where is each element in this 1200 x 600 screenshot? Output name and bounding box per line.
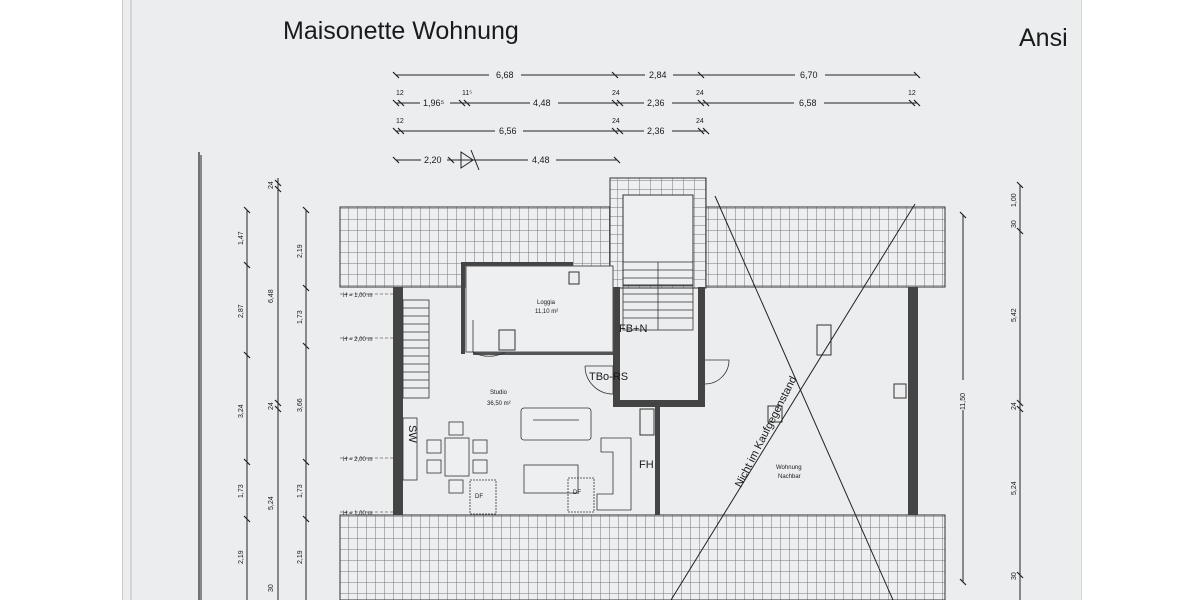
top-dimension-labels: 6,68 2,84 6,70 12 1,96⁵ 11⁵ 4,48 24 2,36…	[396, 69, 916, 165]
dim-r-5-42: 5,42	[1011, 308, 1018, 322]
studio-area-label: 36,50 m²	[487, 401, 511, 407]
dim-4-48-row4: 4,48	[532, 155, 550, 165]
stair-left	[402, 299, 430, 399]
walls	[393, 262, 918, 515]
dim-l-3-24: 3,24	[238, 404, 245, 418]
dim-12-right: 12	[908, 90, 916, 97]
dim-m-24a: 24	[268, 181, 275, 189]
plan-sheet: Maisonette Wohnung Ansi 6,68 2,84 6,70	[122, 0, 1082, 600]
neighbor-label: Wohnung	[776, 465, 802, 471]
dim-i-1-73a: 1,73	[297, 310, 304, 324]
dim-24-row3b: 24	[696, 118, 704, 125]
right-dimension-labels: 11,50 30 1,00 5,42 24 5,24 30	[953, 193, 1018, 580]
right-dimension-lines	[959, 181, 1024, 600]
df-label-1: DF	[475, 494, 483, 500]
left-dimension-labels: 1,47 2,87 3,24 1,73 2,19 24 6,48 24 5,24…	[238, 181, 304, 592]
dim-m-5-24: 5,24	[268, 496, 275, 510]
dim-m-6-48: 6,48	[268, 289, 275, 303]
handnote-fh: FH	[639, 459, 654, 471]
dim-4-48: 4,48	[533, 98, 551, 108]
dim-11-5: 11⁵	[462, 90, 472, 97]
top-dimension-lines	[392, 71, 921, 171]
handnote-fbn: FB+N	[619, 323, 647, 335]
dim-l-1-47: 1,47	[238, 231, 245, 245]
dim-m-30: 30	[268, 584, 275, 592]
height-label-4: H = 1,00 m	[343, 511, 373, 517]
neighbor-subtitle: Nachbar	[778, 474, 801, 480]
height-label-3: H = 2,00 m	[343, 457, 373, 463]
loggia-area-label: 11,10 m²	[535, 309, 558, 315]
height-lines	[340, 293, 393, 513]
dim-12-left: 12	[396, 90, 404, 97]
dim-6-70: 6,70	[800, 70, 818, 80]
df-label-2: DF	[573, 490, 581, 496]
dim-6-68: 6,68	[496, 70, 514, 80]
dim-2-84: 2,84	[649, 70, 667, 80]
dim-r-30b: 30	[1011, 572, 1018, 580]
loggia-area	[465, 265, 614, 353]
dim-24-row3a: 24	[612, 118, 620, 125]
dim-2-36: 2,36	[647, 98, 665, 108]
dim-1-96: 1,96⁵	[423, 98, 445, 108]
handnote-not-included: Nicht im Kaufgegenstand	[733, 374, 799, 489]
floor-plan-drawing: Maisonette Wohnung Ansi 6,68 2,84 6,70	[130, 0, 1068, 600]
loggia-label: Loggia	[537, 300, 556, 306]
dim-l-1-73: 1,73	[238, 484, 245, 498]
dim-r-11-50: 11,50	[960, 393, 967, 410]
neighbor-cross	[670, 195, 916, 600]
dim-r-30a: 30	[1011, 220, 1018, 228]
page-title: Maisonette Wohnung	[283, 17, 519, 45]
dim-i-1-73b: 1,73	[297, 484, 304, 498]
handnote-sw: SW	[406, 425, 418, 443]
doors	[472, 320, 730, 395]
studio-label: Studio	[490, 390, 508, 396]
loggia-railing	[473, 352, 613, 355]
dim-i-3-66: 3,66	[297, 398, 304, 412]
dim-i-2-19a: 2,19	[297, 244, 304, 258]
height-labels: H = 1,00 m H = 2,00 m H = 2,00 m H = 1,0…	[343, 293, 373, 517]
chimneys	[498, 271, 907, 436]
roof-tiles-bottom	[339, 514, 946, 600]
dim-12-row3: 12	[396, 118, 404, 125]
dim-i-2-19b: 2,19	[297, 550, 304, 564]
left-dimension-lines	[200, 155, 310, 600]
dim-24-a: 24	[612, 90, 620, 97]
dim-r-24: 24	[1011, 402, 1018, 410]
dim-2-20: 2,20	[424, 155, 442, 165]
height-label-2: H = 2,00 m	[343, 337, 373, 343]
stair-dormer	[622, 261, 694, 331]
dim-24-b: 24	[696, 90, 704, 97]
dim-6-56: 6,56	[499, 126, 517, 136]
height-label-1: H = 1,00 m	[343, 293, 373, 299]
handnote-tbd: TBo-RS	[589, 371, 628, 383]
dim-l-2-19: 2,19	[238, 550, 245, 564]
dim-r-1-00: 1,00	[1011, 193, 1018, 207]
furniture	[402, 407, 632, 515]
view-label: Ansi	[1019, 24, 1068, 52]
dim-l-2-87: 2,87	[238, 304, 245, 318]
dim-2-36-row3: 2,36	[647, 126, 665, 136]
dim-6-58: 6,58	[799, 98, 817, 108]
dim-m-24b: 24	[268, 402, 275, 410]
dim-r-5-24: 5,24	[1011, 481, 1018, 495]
